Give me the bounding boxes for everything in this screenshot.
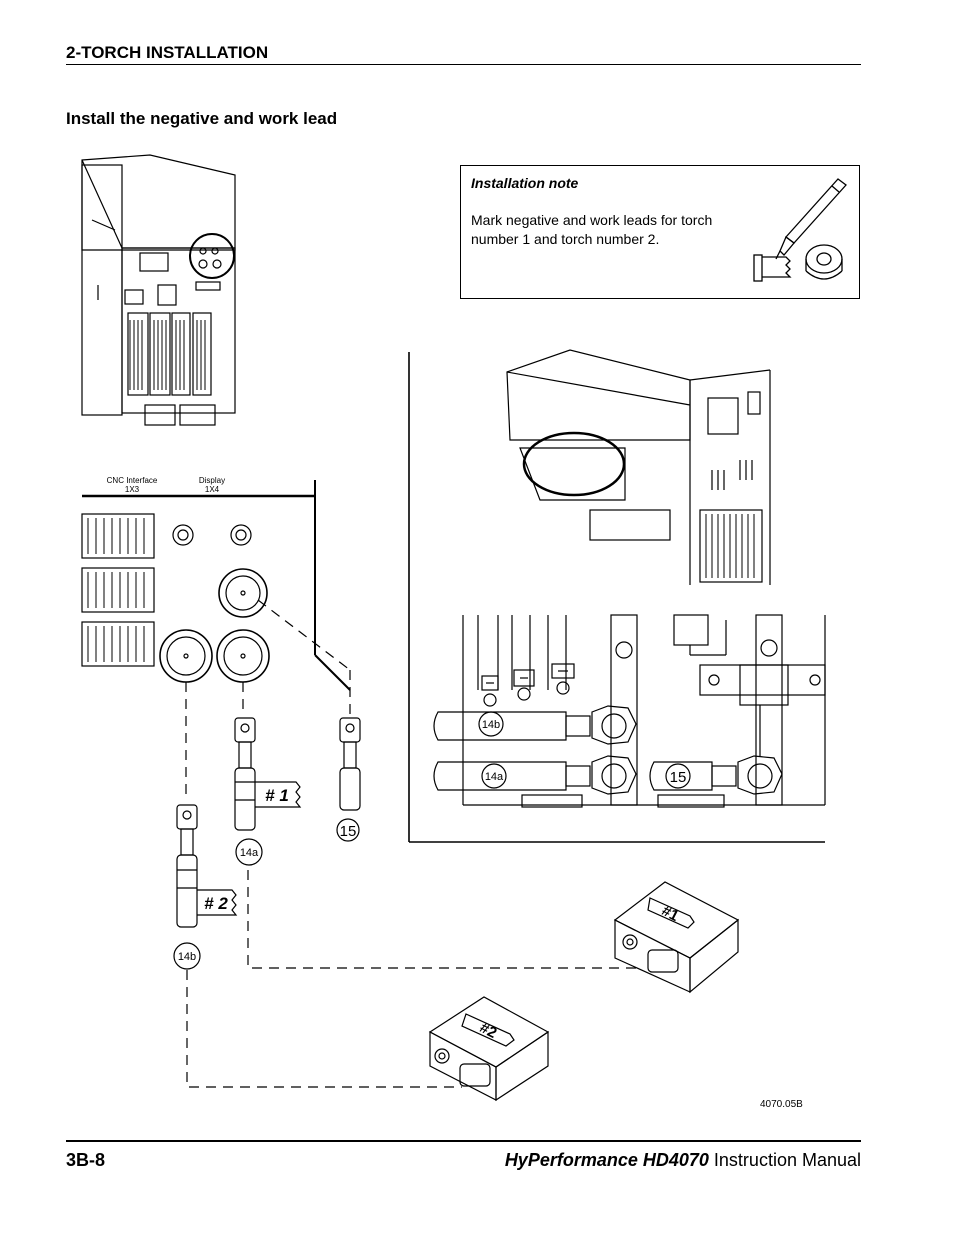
display-label: Display xyxy=(199,476,225,485)
detail-cable-15 xyxy=(649,705,783,795)
lead-14b xyxy=(176,804,198,928)
box-1-tag-label: #1 xyxy=(659,902,682,925)
lead-14a xyxy=(234,717,256,831)
product-name: HyPerformance HD4070 xyxy=(504,1150,709,1170)
rear-panel-detail xyxy=(81,480,351,691)
pen-and-tape-icon xyxy=(753,178,847,282)
callout-14b-detail: 14b xyxy=(482,719,500,731)
tag-2-outline xyxy=(197,889,238,916)
page-title: Install the negative and work lead xyxy=(66,109,338,128)
header-divider xyxy=(66,64,861,65)
display-id: 1X4 xyxy=(205,485,220,494)
lead-15 xyxy=(339,717,361,811)
callout-14a-lead: 14a xyxy=(240,847,259,859)
cnc-interface-id: 1X3 xyxy=(125,485,140,494)
section-header: 2-TORCH INSTALLATION xyxy=(66,43,269,62)
callout-14a-detail: 14a xyxy=(485,771,504,783)
detail-cable-14a xyxy=(433,755,637,795)
terminal-block-detail xyxy=(462,614,826,808)
page-number: 3B-8 xyxy=(66,1150,106,1170)
cable-routing-lines xyxy=(185,599,640,1088)
figure-number: 4070.05B xyxy=(760,1099,803,1110)
cnc-interface-label: CNC Interface xyxy=(107,476,158,485)
console-box-1 xyxy=(613,881,740,994)
detail-cable-14b xyxy=(433,705,637,745)
terminal-screws xyxy=(481,663,575,707)
console-box-2 xyxy=(428,996,550,1102)
note-body: Mark negative and work leads for torch n… xyxy=(471,212,713,247)
callout-15-lead: 15 xyxy=(340,823,357,840)
callout-14b-lead: 14b xyxy=(178,951,196,963)
tag-1-label: # 1 xyxy=(265,786,289,805)
gas-console-illustration xyxy=(506,349,771,585)
installation-note-box: Installation note Mark negative and work… xyxy=(460,165,860,299)
footer-divider xyxy=(66,1140,861,1142)
tag-1-outline xyxy=(255,781,302,808)
manual-title: HyPerformance HD4070 Instruction Manual xyxy=(505,1150,861,1171)
callout-15-detail: 15 xyxy=(670,769,687,786)
power-supply-illustration xyxy=(81,154,236,426)
tag-2-label: # 2 xyxy=(204,894,228,913)
note-title: Installation note xyxy=(471,175,579,191)
manual-label: Instruction Manual xyxy=(708,1150,861,1170)
box-2-tag-label: #2 xyxy=(477,1019,500,1042)
